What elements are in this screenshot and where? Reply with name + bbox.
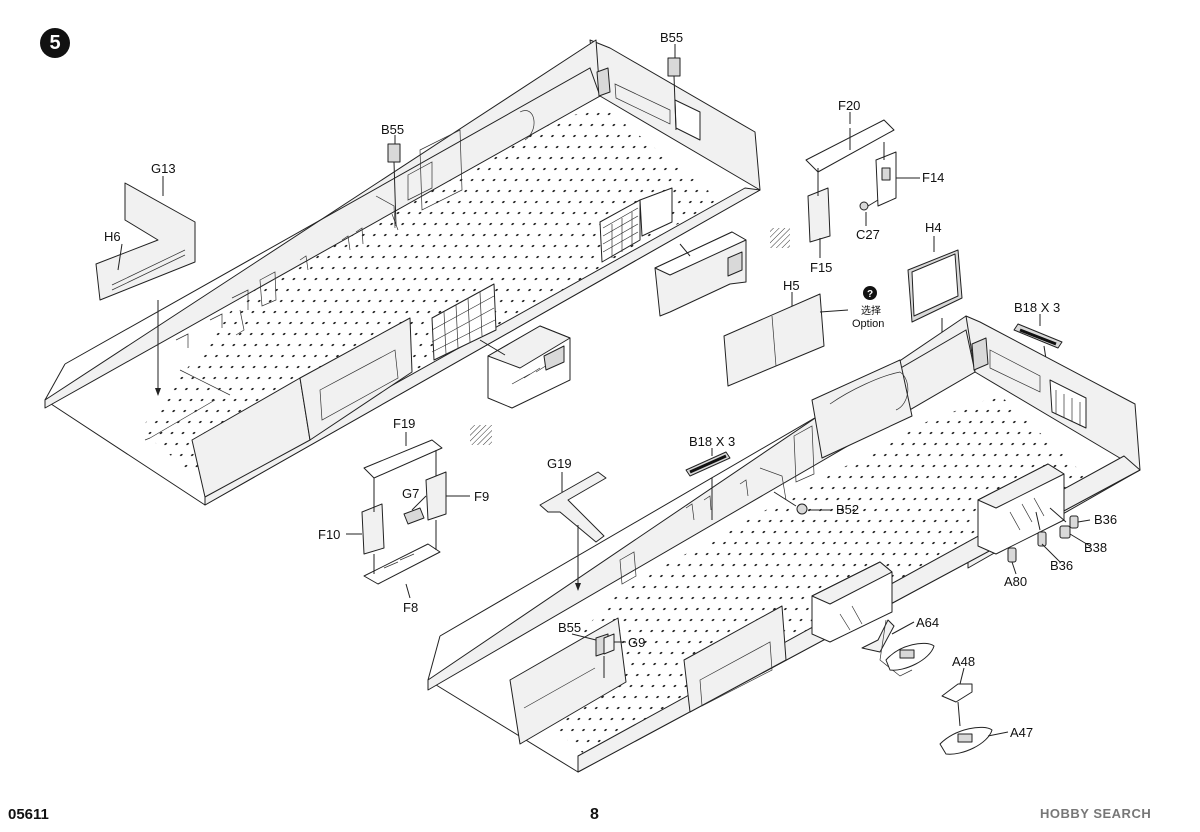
label-f19: F19 bbox=[393, 416, 415, 431]
upper-deck-assembly bbox=[44, 39, 790, 506]
part-b55-g9 bbox=[595, 633, 615, 678]
product-code: 05611 bbox=[8, 806, 49, 823]
lower-deck-floor-holes bbox=[520, 395, 1090, 755]
label-b55-top: B55 bbox=[660, 30, 683, 45]
watermark: HOBBY SEARCH bbox=[1040, 806, 1152, 821]
label-a47: A47 bbox=[1010, 725, 1033, 740]
callout-labels: B55 B55 G13 H6 F20 F14 C27 F15 H4 H5 B18… bbox=[104, 30, 1117, 740]
question-icon bbox=[863, 286, 877, 300]
label-h6: H6 bbox=[104, 229, 121, 244]
label-f20: F20 bbox=[838, 98, 860, 113]
page-number: 8 bbox=[590, 806, 599, 823]
part-h4-h5 bbox=[723, 249, 963, 405]
upper-bench-part bbox=[654, 231, 747, 317]
label-c27: C27 bbox=[856, 227, 880, 242]
hatch-marker bbox=[470, 425, 492, 445]
label-f10: F10 bbox=[318, 527, 340, 542]
option-note-en: Option bbox=[852, 318, 884, 330]
label-g7: G7 bbox=[402, 486, 419, 501]
label-a64: A64 bbox=[916, 615, 939, 630]
option-note: ? 选择 Option bbox=[852, 286, 884, 330]
label-h5: H5 bbox=[783, 278, 800, 293]
label-a80: A80 bbox=[1004, 574, 1027, 589]
part-b52 bbox=[773, 491, 808, 515]
label-b38: B38 bbox=[1084, 540, 1107, 555]
upper-window-grid bbox=[431, 283, 497, 361]
part-b55-top bbox=[667, 57, 681, 131]
label-f9: F9 bbox=[474, 489, 489, 504]
label-b36-b: B36 bbox=[1050, 558, 1073, 573]
part-g19 bbox=[539, 471, 607, 591]
hatch-marker bbox=[770, 228, 790, 248]
callout-leaders bbox=[117, 44, 1091, 737]
part-b36-b38-a80 bbox=[1007, 507, 1079, 563]
part-f20-group bbox=[805, 119, 897, 243]
label-b18-mid: B18 X 3 bbox=[689, 434, 735, 449]
label-f8: F8 bbox=[403, 600, 418, 615]
label-f15: F15 bbox=[810, 260, 832, 275]
label-b18-right: B18 X 3 bbox=[1014, 300, 1060, 315]
step-number-badge: 5 bbox=[40, 28, 70, 58]
part-g13-h6 bbox=[95, 182, 196, 396]
upper-box-part bbox=[479, 325, 571, 409]
label-b52: B52 bbox=[836, 502, 859, 517]
label-g19: G19 bbox=[547, 456, 572, 471]
part-b18-mid bbox=[685, 451, 731, 520]
question-icon-glyph: ? bbox=[867, 289, 873, 300]
label-h4: H4 bbox=[925, 220, 942, 235]
label-g9: G9 bbox=[628, 635, 645, 650]
part-boats bbox=[861, 619, 993, 755]
label-b55-left: B55 bbox=[381, 122, 404, 137]
option-note-cn: 选择 bbox=[861, 304, 881, 317]
label-b55-bottom: B55 bbox=[558, 620, 581, 635]
label-g13: G13 bbox=[151, 161, 176, 176]
label-b36-a: B36 bbox=[1094, 512, 1117, 527]
part-b55-left bbox=[387, 143, 401, 227]
part-f19-group bbox=[361, 439, 447, 585]
label-a48: A48 bbox=[952, 654, 975, 669]
label-f14: F14 bbox=[922, 170, 944, 185]
